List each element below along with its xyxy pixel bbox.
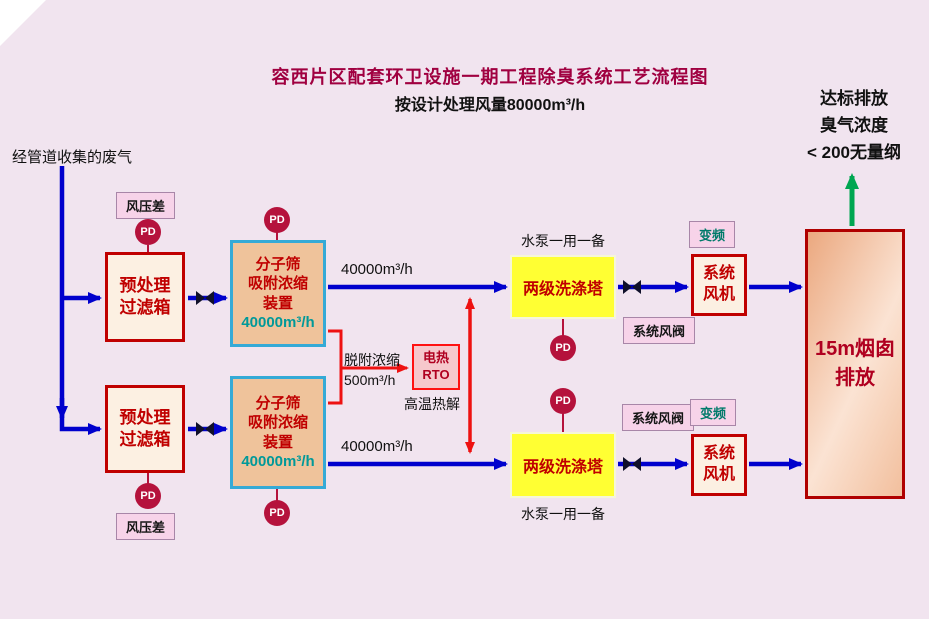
valve-icon [196,291,214,305]
sieve-name-bottom: 分子筛 吸附浓缩 装置 [247,395,308,451]
vfd-label-top: 变频 [689,221,736,248]
rto-note: 高温热解 [404,396,460,412]
valve-icon [623,280,641,294]
desorption-flow-label-2: 500m³/h [344,372,396,388]
rto-box: 电热 RTO [412,344,460,390]
scrubber-box-top: 两级洗涤塔 [510,255,616,319]
flow-rate-label-bottom: 40000m³/h [341,438,413,455]
pump-note-top: 水泵一用一备 [521,233,605,249]
flow-rate-label-top: 40000m³/h [341,261,413,278]
inlet-label: 经管道收集的废气 [12,149,133,166]
damper-label-bottom: 系统风阀 [622,404,695,431]
damper-label-top: 系统风阀 [623,317,696,344]
stack-box: 15m烟囱 排放 [805,229,905,499]
pressure-diff-label-top: 风压差 [116,192,176,219]
sieve-capacity-bottom: 40000m³/h [241,452,315,470]
desorption-flow-label-1: 脱附浓缩 [344,352,400,368]
inlet-main-line [59,166,102,435]
vfd-label-bottom: 变频 [690,399,737,426]
diagram-subtitle: 按设计处理风量80000m³/h [394,97,586,114]
pd-badge-scrubber-bottom: PD [550,388,576,414]
pump-note-bottom: 水泵一用一备 [521,506,605,522]
valve-icon [623,457,641,471]
valve-icon [196,422,214,436]
pd-badge-sieve-bottom: PD [264,500,290,526]
pd-badge-filter-top: PD [135,219,161,245]
system-fan-box-top: 系统 风机 [691,254,747,316]
pd-badge-sieve-top: PD [264,207,290,233]
corner-decoration [0,0,46,46]
valves [196,280,641,471]
discharge-line-1: 达标排放 [820,89,888,108]
pd-stems [147,232,564,501]
scrubber-box-bottom: 两级洗涤塔 [510,432,616,498]
sieve-name-top: 分子筛 吸附浓缩 装置 [247,256,308,312]
pressure-diff-label-bottom: 风压差 [116,513,176,540]
discharge-note: 达标排放 臭气浓度 < 200无量纲 [788,85,920,166]
pretreatment-filter-box-top: 预处理 过滤箱 [105,252,185,342]
pretreatment-filter-box-bottom: 预处理 过滤箱 [105,385,185,473]
pd-badge-filter-bottom: PD [135,483,161,509]
red-desorption-lines [328,297,475,454]
molecular-sieve-box-bottom: 分子筛 吸附浓缩 装置 40000m³/h [230,376,326,489]
molecular-sieve-box-top: 分子筛 吸附浓缩 装置 40000m³/h [230,240,326,347]
system-fan-box-bottom: 系统 风机 [691,434,747,496]
desorption-bracket [328,329,343,405]
sieve-capacity-top: 40000m³/h [241,313,315,331]
discharge-line-3: < 200无量纲 [806,143,901,162]
discharge-line-2: 臭气浓度 [820,116,888,135]
diagram-title: 容西片区配套环卫设施一期工程除臭系统工艺流程图 [271,67,709,87]
pd-badge-scrubber-top: PD [550,335,576,361]
